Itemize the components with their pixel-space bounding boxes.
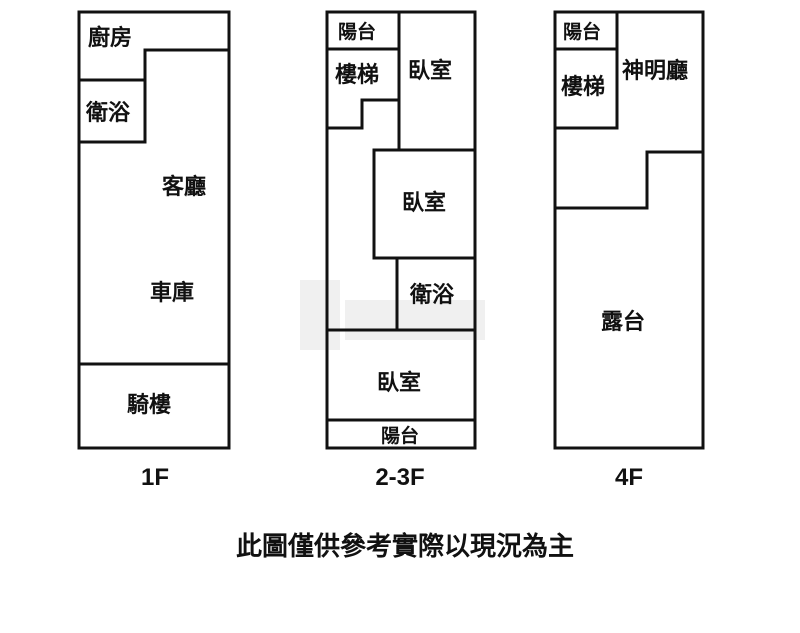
room-label-balcony-4f: 陽台	[563, 20, 601, 43]
room-label-terrace: 露台	[601, 309, 645, 335]
floor-4f: 陽台 樓梯 神明廳 露台 4F	[553, 10, 705, 491]
floor-4f-shrine-wall	[555, 150, 703, 210]
floor-2-3f-outline	[325, 10, 477, 450]
floor-2-3f-stairs-wall	[327, 98, 399, 130]
floor-4f-outline	[553, 10, 705, 450]
room-label-shrine-room: 神明廳	[622, 58, 688, 84]
room-label-bathroom: 衛浴	[85, 100, 131, 126]
floor-1f-bathroom-wall	[79, 80, 147, 144]
room-label-bathroom-2-3f: 衛浴	[409, 282, 455, 308]
floor-label-2-3f: 2-3F	[375, 464, 424, 491]
floor-1f-kitchen-wall	[79, 48, 229, 82]
room-label-arcade: 騎樓	[127, 393, 171, 418]
floor-4f-stairs-wall	[555, 12, 619, 130]
room-label-bedroom-bottom: 臥室	[377, 370, 421, 396]
room-label-living-room: 客廳	[162, 174, 206, 200]
disclaimer-caption: 此圖僅供參考實際以現況為主	[236, 531, 574, 562]
floor-1f: 廚房 衛浴 客廳 車庫 騎樓 1F	[77, 10, 231, 491]
floor-2-3f-bedroom-mid-wall	[372, 148, 475, 260]
room-label-kitchen: 廚房	[88, 25, 132, 51]
floor-label-4f: 4F	[615, 464, 643, 491]
watermark	[300, 280, 485, 350]
room-label-stairs-4f: 樓梯	[561, 74, 605, 100]
room-label-balcony-bottom: 陽台	[381, 424, 419, 447]
room-label-balcony-top: 陽台	[338, 20, 376, 43]
room-label-garage: 車庫	[150, 280, 194, 306]
floor-2-3f: 陽台 樓梯 臥室 臥室 衛浴 臥室 陽台 2-3F	[325, 10, 477, 491]
room-label-bedroom-top: 臥室	[408, 58, 452, 84]
room-label-stairs: 樓梯	[335, 62, 379, 88]
room-label-bedroom-middle: 臥室	[402, 190, 446, 216]
floor-label-1f: 1F	[141, 464, 169, 491]
floor-1f-outline	[77, 10, 231, 450]
